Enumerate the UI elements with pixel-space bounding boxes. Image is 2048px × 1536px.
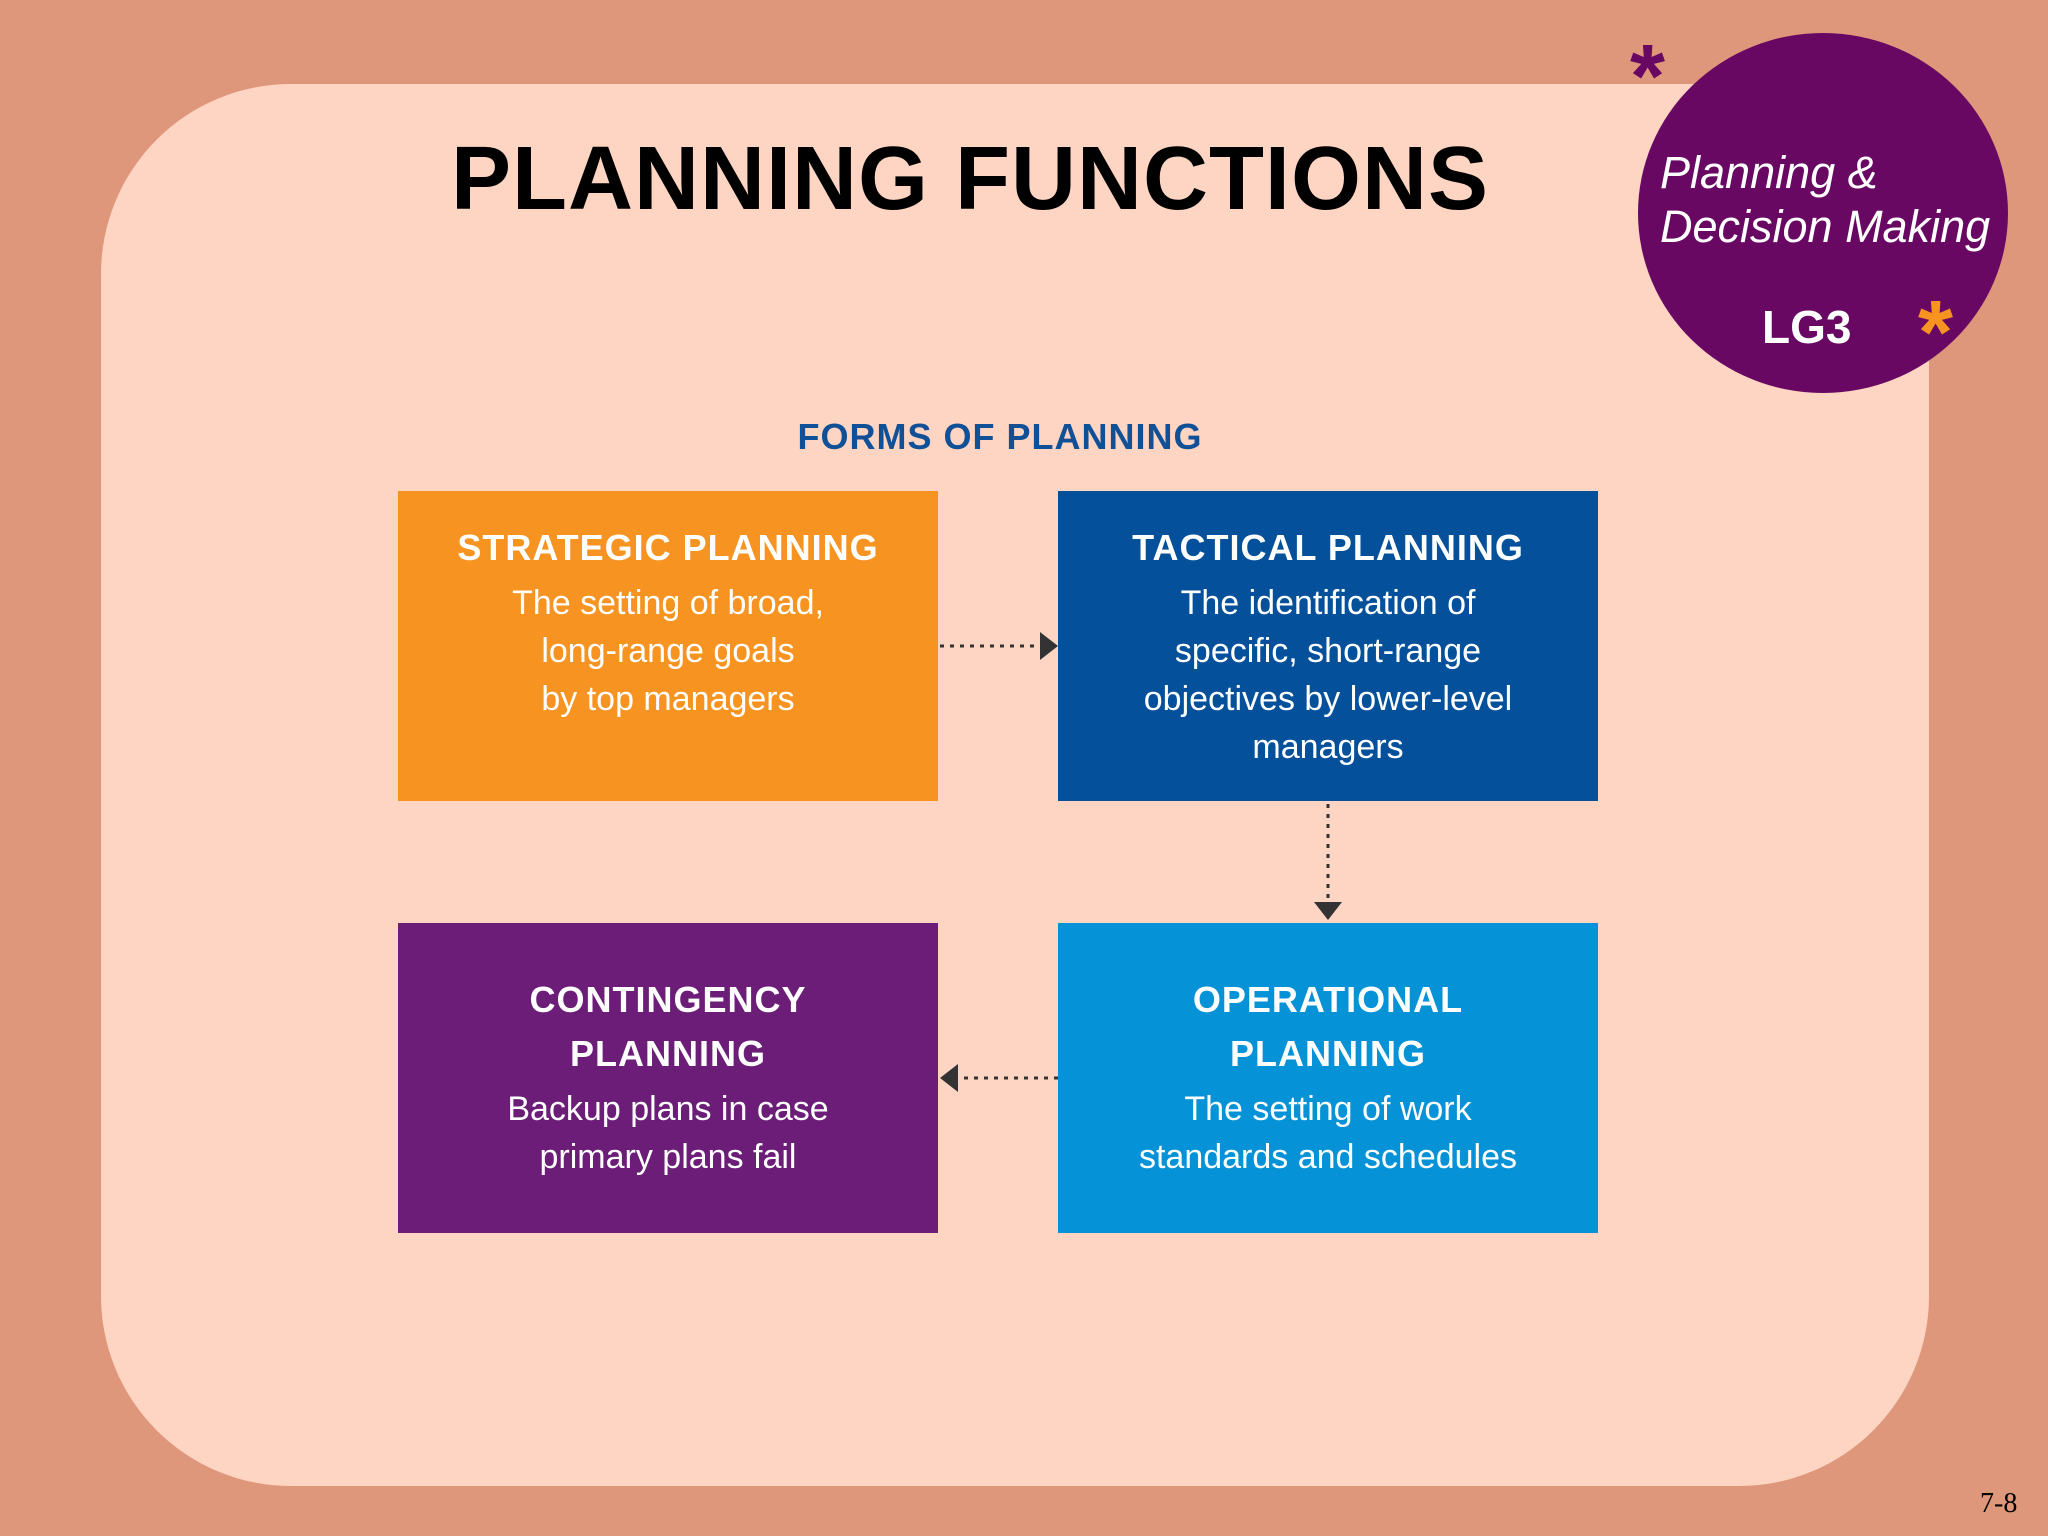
content-panel bbox=[101, 84, 1929, 1486]
operational-desc-line-1: The setting of work bbox=[1184, 1090, 1472, 1128]
contingency-title-line-1: CONTINGENCY bbox=[529, 979, 807, 1020]
strategic-planning-box: STRATEGIC PLANNING The setting of broad,… bbox=[398, 491, 938, 801]
asterisk-purple: * bbox=[1630, 27, 1666, 127]
slide-title: PLANNING FUNCTIONS bbox=[451, 129, 1489, 229]
operational-desc-line-2: standards and schedules bbox=[1138, 1138, 1518, 1176]
tactical-planning-title: TACTICAL PLANNING bbox=[1132, 527, 1524, 568]
contingency-desc-line-1: Backup plans in case bbox=[507, 1090, 829, 1128]
contingency-desc-line-2: primary plans fail bbox=[539, 1138, 797, 1176]
tactical-desc-line-4: managers bbox=[1252, 728, 1404, 766]
contingency-planning-desc: Backup plans in case primary plans fail bbox=[426, 1085, 910, 1181]
badge-topic: Planning & Decision Making bbox=[1660, 146, 2020, 254]
strategic-desc-line-2: long-range goals bbox=[541, 632, 795, 670]
learning-goal-code: LG3 bbox=[1762, 301, 1852, 353]
tactical-planning-box: TACTICAL PLANNING The identification of … bbox=[1058, 491, 1598, 801]
operational-title-line-1: OPERATIONAL bbox=[1192, 979, 1464, 1020]
strategic-planning-title: STRATEGIC PLANNING bbox=[457, 527, 879, 568]
strategic-desc-line-1: The setting of broad, bbox=[512, 584, 824, 622]
operational-planning-box: OPERATIONAL PLANNING The setting of work… bbox=[1058, 923, 1598, 1233]
strategic-planning-desc: The setting of broad, long-range goals b… bbox=[426, 579, 910, 723]
badge-topic-line-2: Decision Making bbox=[1660, 201, 1991, 252]
contingency-planning-box: CONTINGENCY PLANNING Backup plans in cas… bbox=[398, 923, 938, 1233]
topic-badge bbox=[1638, 33, 2008, 393]
tactical-desc-line-1: The identification of bbox=[1180, 584, 1476, 622]
strategic-desc-line-3: by top managers bbox=[541, 680, 795, 718]
contingency-title-line-2: PLANNING bbox=[570, 1033, 766, 1074]
tactical-desc-line-3: objectives by lower-level bbox=[1143, 680, 1513, 718]
tactical-desc-line-2: specific, short-range bbox=[1174, 632, 1482, 670]
operational-planning-title: OPERATIONAL PLANNING bbox=[1086, 973, 1570, 1081]
operational-planning-desc: The setting of work standards and schedu… bbox=[1086, 1085, 1570, 1181]
asterisk-orange: * bbox=[1918, 283, 1954, 383]
page-number: 7-8 bbox=[1980, 1488, 2018, 1519]
contingency-planning-title: CONTINGENCY PLANNING bbox=[426, 973, 910, 1081]
diagram-heading: FORMS OF PLANNING bbox=[797, 416, 1203, 457]
tactical-planning-desc: The identification of specific, short-ra… bbox=[1086, 579, 1570, 771]
badge-topic-line-1: Planning & bbox=[1660, 147, 1878, 198]
operational-title-line-2: PLANNING bbox=[1230, 1033, 1426, 1074]
